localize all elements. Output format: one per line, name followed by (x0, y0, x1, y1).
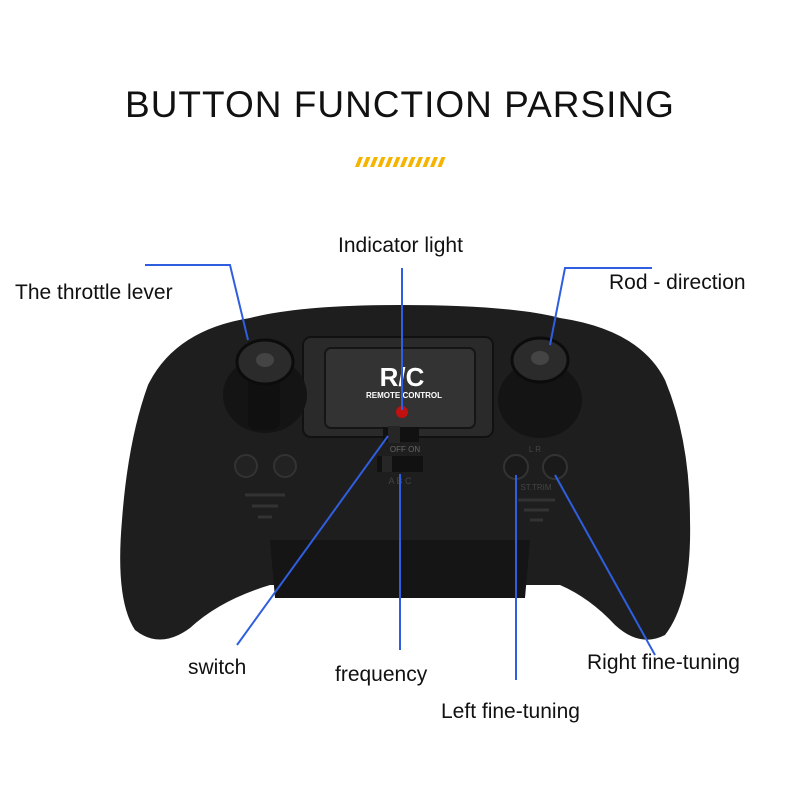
label-throttle: The throttle lever (15, 281, 173, 304)
accent-stripe (355, 157, 363, 167)
callout-lines (145, 264, 656, 680)
label-indicator: Indicator light (338, 234, 463, 257)
accent-stripe (430, 157, 438, 167)
trim-text: ST.TRIM (520, 483, 551, 492)
page-title: BUTTON FUNCTION PARSING (125, 84, 675, 125)
controller-image: R/C REMOTE CONTROL OFF ON A B C L R ST.T… (120, 305, 691, 640)
accent-stripe (370, 157, 378, 167)
accent-stripe (385, 157, 393, 167)
right-trim-callout (554, 474, 656, 656)
trim-lr-text: L R (529, 445, 541, 454)
accent-stripe (377, 157, 386, 167)
label-right-trim: Right fine-tuning (587, 651, 740, 674)
device-logo-sub: REMOTE CONTROL (366, 391, 442, 400)
switch-callout (236, 435, 389, 646)
accent-stripe (392, 157, 401, 167)
rod-callout (549, 267, 652, 346)
switch-text: OFF ON (390, 445, 420, 454)
right-trim-button[interactable] (542, 454, 568, 480)
label-left-trim: Left fine-tuning (441, 700, 580, 723)
label-frequency: frequency (335, 663, 428, 686)
accent-stripes (355, 157, 446, 167)
accent-stripe (400, 157, 408, 167)
accent-stripe (437, 157, 446, 167)
throttle-callout (145, 264, 249, 341)
accent-stripe (407, 157, 416, 167)
indicator-light (396, 406, 408, 418)
accent-stripe (422, 157, 431, 167)
accent-stripe (362, 157, 371, 167)
accent-stripe (415, 157, 423, 167)
label-switch: switch (188, 656, 247, 679)
label-rod: Rod - direction (609, 271, 746, 294)
